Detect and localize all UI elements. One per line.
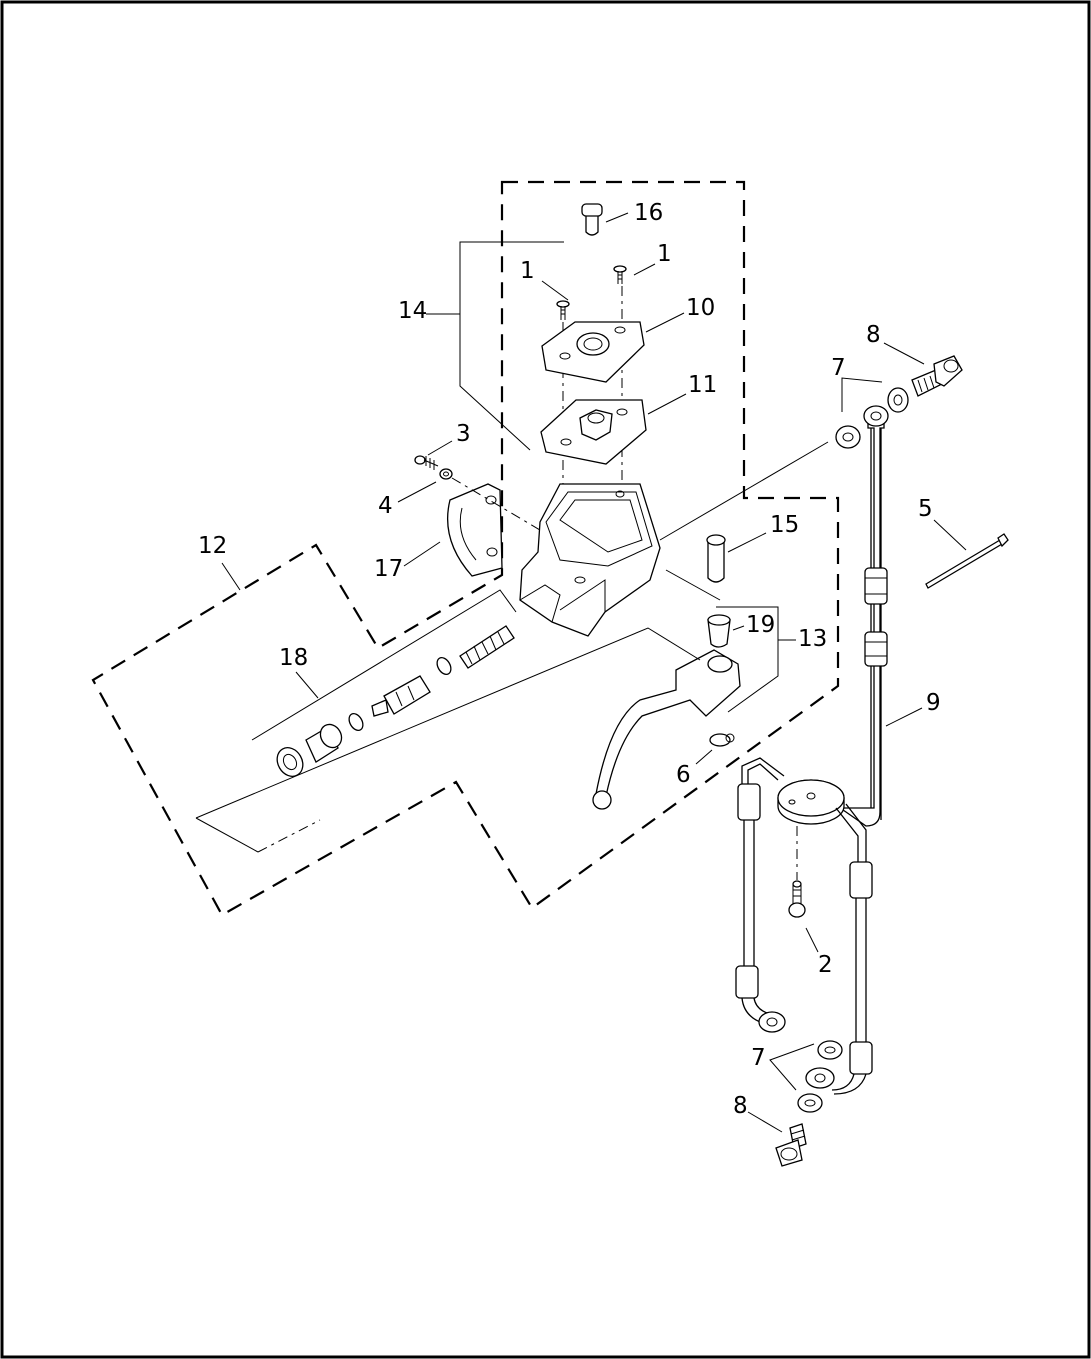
washer-7-upper-left (835, 425, 861, 449)
callout-5: 5 (918, 496, 933, 522)
washer-4 (439, 468, 453, 480)
callout-18: 18 (279, 645, 308, 671)
callout-11: 11 (688, 372, 717, 398)
cable-strap-5 (925, 533, 1009, 589)
screw-1-left (556, 300, 570, 320)
leader-lines (221, 212, 967, 1133)
line-right-upper (835, 803, 867, 866)
callout-1-left: 1 (520, 258, 535, 284)
clamp-17 (447, 483, 503, 577)
line-left-lower (735, 783, 786, 1033)
lever-13 (592, 649, 741, 810)
plug-16 (581, 203, 603, 236)
callout-bracket-14 (426, 241, 564, 451)
callout-7-lower: 7 (751, 1045, 766, 1071)
line-right-lower (805, 861, 873, 1095)
washer-7-lower-bottom (797, 1093, 823, 1113)
piston-18d (371, 675, 431, 717)
banjo-bolt-8-lower (775, 1123, 807, 1167)
assembly-line-banjo (659, 441, 829, 541)
callout-13: 13 (798, 626, 827, 652)
screw-3 (414, 455, 439, 470)
screw-2 (788, 826, 806, 918)
callout-2: 2 (818, 952, 833, 978)
boot-19 (707, 614, 731, 648)
assembly-line-piston (257, 819, 321, 853)
callout-8-lower: 8 (733, 1093, 748, 1119)
callout-16: 16 (634, 200, 663, 226)
line-left-upper (741, 757, 785, 790)
banjo-bolt-8-upper (911, 355, 963, 397)
callout-14: 14 (398, 298, 427, 324)
callout-12: 12 (198, 533, 227, 559)
screw-1-right (613, 265, 627, 284)
callout-4: 4 (378, 493, 393, 519)
callout-bracket-7-upper (841, 377, 883, 412)
callout-6: 6 (676, 762, 691, 788)
callout-bracket-7-lower (769, 1043, 815, 1091)
washer-7-lower-top (817, 1040, 843, 1060)
o-ring-18c (348, 712, 364, 732)
callout-15: 15 (770, 512, 799, 538)
brake-line-9 (837, 405, 889, 827)
callout-8-upper: 8 (866, 322, 881, 348)
spring-cup-18e (436, 656, 452, 676)
junction-block (777, 779, 845, 825)
callout-bracket-13 (716, 606, 796, 713)
assembly-line-pin (665, 569, 721, 601)
callout-3: 3 (456, 421, 471, 447)
callout-7-upper: 7 (831, 355, 846, 381)
kit-boundary-14 (91, 180, 840, 917)
master-cylinder-body-14 (519, 483, 661, 637)
kit-bracket-18 (195, 589, 701, 853)
cover-10 (541, 321, 645, 383)
spring-18f (459, 625, 515, 669)
seal-18a (276, 747, 304, 777)
pivot-pin-15 (706, 534, 726, 583)
retaining-ring-6 (709, 733, 735, 747)
callout-17: 17 (374, 556, 403, 582)
washer-7-upper-right (887, 387, 909, 413)
callout-1-right: 1 (657, 241, 672, 267)
callout-10: 10 (686, 295, 715, 321)
callout-19: 19 (746, 612, 775, 638)
diaphragm-11 (540, 399, 647, 465)
assembly-line-clamp (451, 477, 541, 531)
cup-18b (305, 723, 343, 763)
callout-9: 9 (926, 690, 941, 716)
